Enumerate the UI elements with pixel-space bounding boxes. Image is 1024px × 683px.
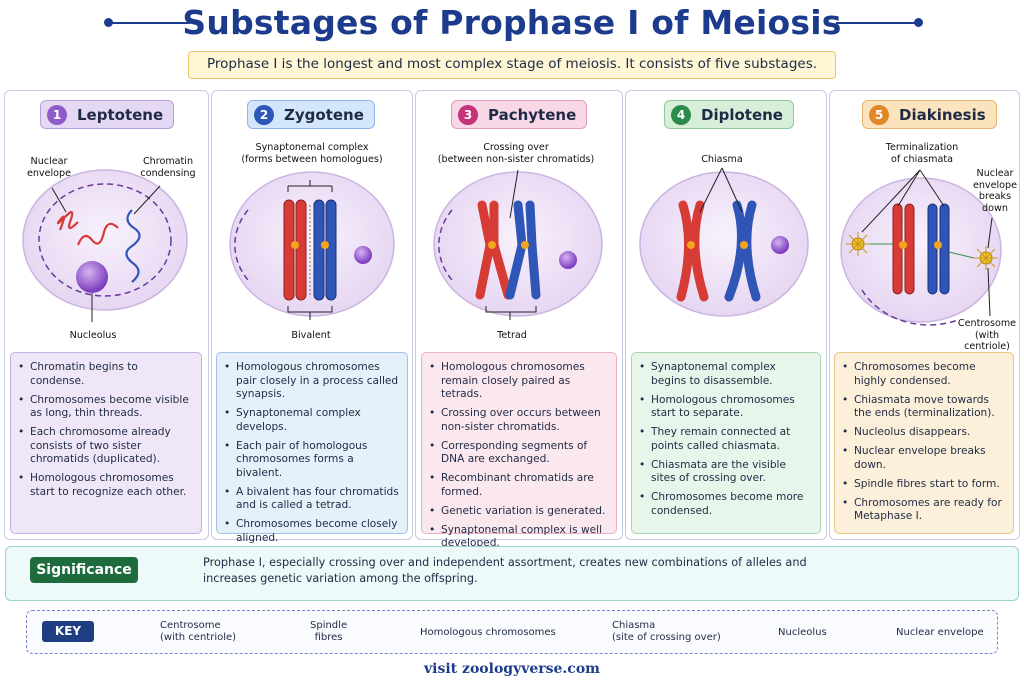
centrosome-right-icon	[974, 246, 998, 270]
subtitle-banner: Prophase I is the longest and most compl…	[188, 51, 836, 79]
bullet-item: Chromosomes become closely aligned.	[223, 518, 401, 545]
stage-name: Pachytene	[488, 105, 577, 124]
stage-name: Diplotene	[701, 105, 783, 124]
label-terminalization: Terminalization of chiasmata	[885, 142, 959, 165]
bullet-item: Homologous chromosomes pair closely in a…	[223, 361, 401, 402]
stage-number: 5	[869, 104, 889, 125]
significance-panel	[5, 546, 1019, 601]
stage-number: 1	[47, 104, 67, 125]
key-item-spindle-fibres: Spindle fibres	[310, 620, 348, 643]
label-nuclear-envelope-breaks: Nuclear envelope breaks down	[972, 168, 1018, 214]
bullet-item: Crossing over occurs between non-sister …	[428, 407, 610, 434]
title-dot-right	[914, 18, 923, 27]
bullet-item: Corresponding segments of DNA are exchan…	[428, 440, 610, 467]
footer-link[interactable]: visit zoologyverse.com	[424, 661, 600, 677]
stage-number: 2	[254, 104, 274, 125]
title-line-right	[836, 22, 918, 24]
zygotene-cell	[229, 171, 395, 320]
stage-badge-leptotene: 1 Leptotene	[40, 100, 175, 129]
bullet-item: Synaptonemal complex begins to disassemb…	[638, 361, 814, 388]
bullets-pachytene: Homologous chromosomes remain closely pa…	[421, 352, 617, 549]
key-item-nucleolus: Nucleolus	[778, 627, 827, 638]
bullet-item: Spindle fibres start to form.	[841, 478, 1007, 492]
bullet-item: Nucleolus disappears.	[841, 426, 1007, 440]
significance-text: Prophase I, especially crossing over and…	[203, 556, 807, 585]
stage-name: Zygotene	[284, 105, 364, 124]
centrosome-left-icon	[846, 232, 870, 256]
key-panel	[26, 610, 998, 654]
bullet-item: Homologous chromosomes start to recogniz…	[17, 472, 195, 499]
stage-badge-diplotene: 4 Diplotene	[664, 100, 794, 129]
label-tetrad: Tetrad	[497, 330, 527, 341]
title-dot-left	[104, 18, 113, 27]
stage-number: 4	[671, 104, 691, 125]
key-item-homologous-chromosomes: Homologous chromosomes	[420, 627, 556, 638]
label-chiasma: Chiasma	[701, 154, 743, 165]
key-item-centrosome: Centrosome (with centriole)	[160, 620, 237, 643]
pachytene-cell	[433, 169, 603, 320]
label-synaptonemal-complex: Synaptonemal complex (forms between homo…	[241, 142, 383, 165]
bullet-item: Chromosomes become highly condensed.	[841, 361, 1007, 388]
bullet-item: Chiasmata move towards the ends (termina…	[841, 394, 1007, 421]
bullets-zygotene: Homologous chromosomes pair closely in a…	[216, 352, 408, 544]
bullet-item: Synaptonemal complex develops.	[223, 407, 401, 434]
key-label: KEY	[42, 621, 94, 642]
diplotene-cell	[639, 167, 809, 317]
label-nuclear-envelope: Nuclear envelope	[26, 156, 72, 179]
bullet-item: Nuclear envelope breaks down.	[841, 445, 1007, 472]
stage-number: 3	[458, 104, 478, 125]
label-chromatin-condensing: Chromatin condensing	[140, 156, 196, 179]
bullet-item: They remain connected at points called c…	[638, 426, 814, 453]
stage-name: Diakinesis	[899, 105, 986, 124]
bullet-item: Genetic variation is generated.	[428, 505, 610, 519]
bullet-item: A bivalent has four chromatids and is ca…	[223, 486, 401, 513]
diakinesis-cell	[840, 169, 1002, 326]
bullet-item: Chromatin begins to condense.	[17, 361, 195, 388]
label-bivalent: Bivalent	[291, 330, 331, 341]
stage-badge-zygotene: 2 Zygotene	[247, 100, 375, 129]
key-item-chiasma: Chiasma (site of crossing over)	[612, 620, 721, 643]
bullet-item: Each chromosome already consists of two …	[17, 426, 195, 467]
bullets-diakinesis: Chromosomes become highly condensed. Chia…	[834, 352, 1014, 534]
bullet-item: Homologous chromosomes start to separate…	[638, 394, 814, 421]
bullet-item: Each pair of homologous chromosomes form…	[223, 440, 401, 481]
bullet-item: Recombinant chromatids are formed.	[428, 472, 610, 499]
label-centrosome: Centrosome (with centriole)	[957, 318, 1017, 352]
significance-label: Significance	[30, 557, 138, 583]
leptotene-cell	[22, 169, 188, 322]
title-line-left	[108, 22, 190, 24]
bullet-item: Chiasmata are the visible sites of cross…	[638, 459, 814, 486]
nucleolus-icon	[76, 261, 108, 293]
bullet-item: Chromosomes become more condensed.	[638, 491, 814, 518]
stage-name: Leptotene	[77, 105, 164, 124]
bullet-item: Homologous chromosomes remain closely pa…	[428, 361, 610, 402]
stage-badge-pachytene: 3 Pachytene	[451, 100, 588, 129]
key-item-nuclear-envelope: Nuclear envelope	[896, 627, 984, 638]
bullets-diplotene: Synaptonemal complex begins to disassemb…	[631, 352, 821, 534]
stage-badge-diakinesis: 5 Diakinesis	[862, 100, 997, 129]
page-title: Substages of Prophase I of Meiosis	[182, 3, 842, 42]
label-crossing-over: Crossing over (between non-sister chroma…	[437, 142, 595, 165]
bullet-item: Chromosomes become visible as long, thin…	[17, 394, 195, 421]
bullets-leptotene: Chromatin begins to condense. Chromosomes…	[10, 352, 202, 534]
label-nucleolus: Nucleolus	[69, 330, 117, 341]
bullet-item: Chromosomes are ready for Metaphase I.	[841, 497, 1007, 524]
